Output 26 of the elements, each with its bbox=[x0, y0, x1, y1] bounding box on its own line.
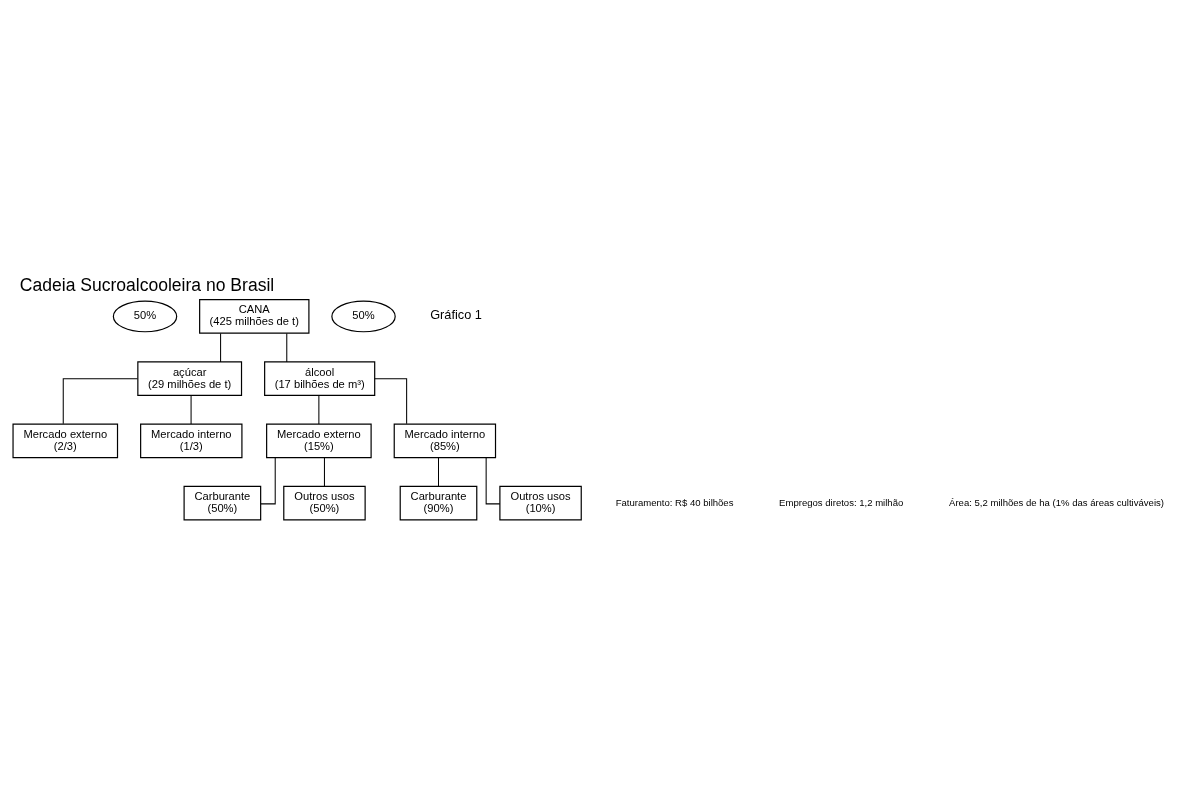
node-box: Carburante (50%) bbox=[183, 485, 262, 520]
connector bbox=[323, 456, 325, 487]
connector bbox=[220, 332, 222, 362]
label: Empregos diretos: 1,2 milhão bbox=[779, 496, 904, 508]
node-box: Outros usos (50%) bbox=[283, 485, 366, 520]
node-box: Mercado interno (85%) bbox=[393, 423, 497, 458]
connector bbox=[286, 332, 288, 362]
node-box: Outros usos (10%) bbox=[499, 485, 582, 520]
connector bbox=[190, 394, 192, 425]
node-ellipse: 50% bbox=[112, 300, 178, 332]
node-box: Carburante (90%) bbox=[399, 485, 478, 520]
node-box: álcool (17 bilhões de m³) bbox=[264, 360, 376, 396]
label: Área: 5,2 milhões de ha (1% das áreas cultiváveis) bbox=[949, 496, 1164, 508]
label: Faturamento: R$ 40 bilhões bbox=[615, 496, 734, 508]
node-box: Mercado externo (15%) bbox=[266, 423, 372, 458]
connector bbox=[318, 394, 320, 425]
node-ellipse: 50% bbox=[331, 300, 396, 332]
connector bbox=[437, 456, 439, 487]
connector bbox=[374, 377, 408, 424]
node-box: açúcar (29 milhões de t) bbox=[137, 360, 243, 396]
label: Gráfico 1 bbox=[430, 306, 482, 322]
node-box: Mercado externo (2/3) bbox=[12, 423, 119, 458]
diagram-title: Cadeia Sucroalcooleira no Brasil bbox=[19, 274, 275, 295]
node-box: Mercado interno (1/3) bbox=[140, 423, 243, 458]
node-box: CANA (425 milhões de t) bbox=[199, 298, 310, 334]
connector bbox=[62, 377, 139, 424]
